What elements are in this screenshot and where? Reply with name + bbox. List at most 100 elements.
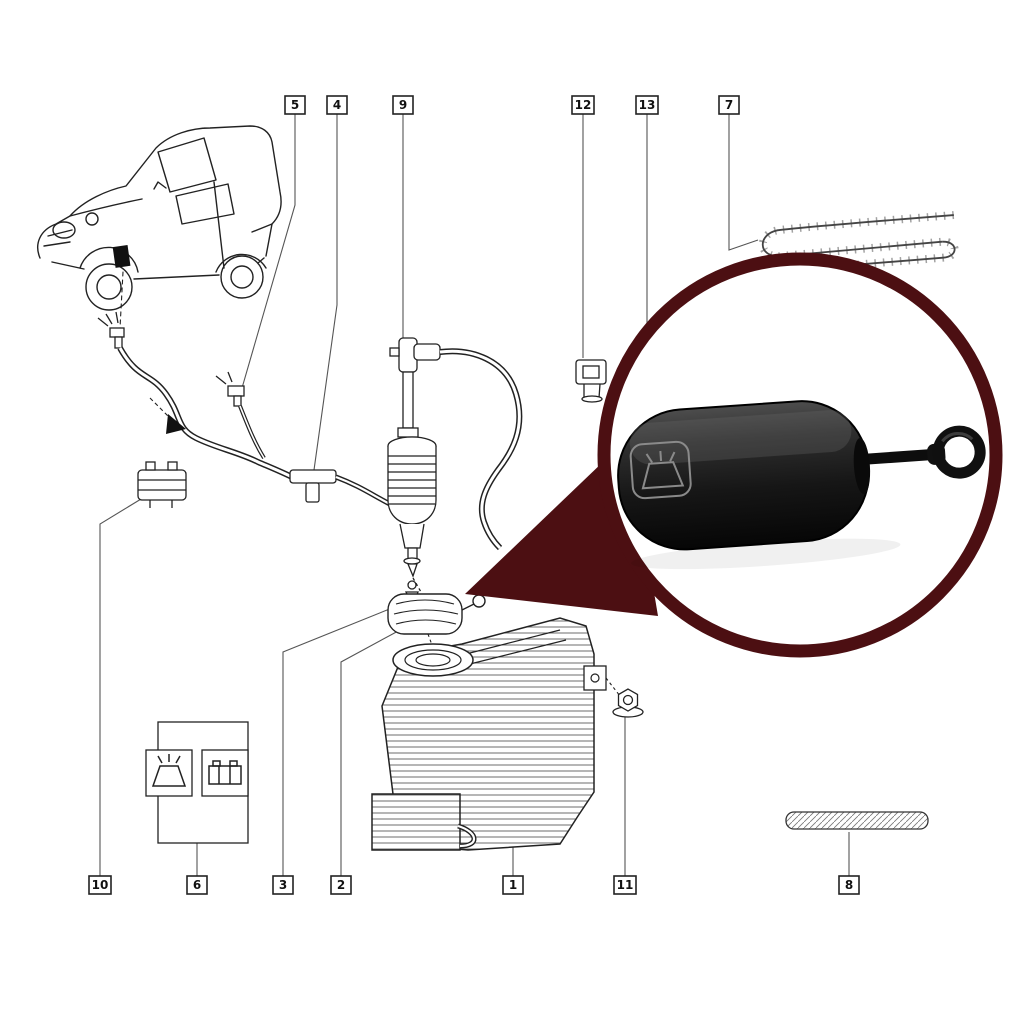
- car-rocker-line: [51, 257, 265, 280]
- leader-2: [340, 629, 401, 876]
- symbol-box-part6: [145, 721, 249, 844]
- cap-shadow: [631, 538, 901, 570]
- jet-right-body: [227, 385, 245, 397]
- cap2-body: [387, 593, 463, 635]
- car-front-hub: [96, 274, 122, 300]
- pump-taper: [399, 523, 425, 549]
- washer-jet-left: [97, 311, 125, 349]
- pump-collar: [397, 427, 419, 438]
- leader-4: [313, 114, 338, 471]
- label-number: 1: [509, 878, 517, 892]
- part-label-5: 5: [284, 95, 306, 115]
- car-side-window: [175, 183, 235, 225]
- car-headlight-small: [85, 212, 99, 226]
- jet-right-spray: [215, 371, 233, 385]
- leader-3: [282, 607, 393, 876]
- part-label-7: 7: [718, 95, 740, 115]
- pump-assembly-part9: [387, 337, 441, 601]
- flow-arrowhead: [166, 414, 186, 434]
- jet-right-barb: [233, 395, 242, 407]
- label-box: [502, 875, 524, 895]
- part-label-1: 1: [502, 875, 524, 895]
- hose-outer: [117, 346, 296, 481]
- leader-5: [241, 114, 296, 389]
- elbow-nipple: [389, 347, 400, 357]
- lower-housing: [371, 793, 461, 851]
- car-bumper-line: [43, 229, 73, 247]
- right-hose-inner: [439, 349, 521, 550]
- flow-dashed: [149, 397, 171, 419]
- trim-strip-part8: [785, 811, 929, 830]
- clip-foot: [581, 395, 603, 403]
- leader-7: [728, 114, 759, 251]
- washer-jets-and-hose: [97, 311, 296, 481]
- part-label-12: 12: [571, 95, 595, 115]
- car-hood-line: [69, 198, 143, 217]
- car-hatch-line: [251, 223, 273, 233]
- t-vertical: [305, 482, 320, 503]
- label-number: 13: [639, 98, 656, 112]
- hose-clip-part12: [575, 359, 607, 403]
- jet-left-barb: [114, 336, 123, 349]
- cap-washer-emblem-icon: [629, 440, 692, 500]
- battery-icon-body: [208, 765, 242, 785]
- flow-direction-arrow: [149, 397, 186, 434]
- label-box: [330, 875, 352, 895]
- washer-cap-photo: [617, 400, 986, 570]
- right-hose-outer: [439, 348, 523, 551]
- washer-switch-part10: [137, 461, 187, 508]
- part-label-13: 13: [635, 95, 659, 115]
- jet-left-spray: [97, 311, 119, 327]
- label-number: 2: [337, 878, 345, 892]
- car-to-nozzle-dashed: [119, 271, 124, 329]
- label-box: [392, 95, 414, 115]
- cap-top-highlight: [629, 410, 852, 465]
- jet-right-stub-core: [239, 405, 265, 459]
- washer-icon-spray3: [175, 755, 181, 764]
- label-box: [838, 875, 860, 895]
- label-box: [88, 875, 112, 895]
- label-number: 11: [617, 878, 634, 892]
- reservoir-bottle-part1: [371, 617, 621, 851]
- grommet-part3: [407, 580, 417, 590]
- flange-to-nut-dashed: [605, 677, 621, 697]
- part-label-10: 10: [88, 875, 112, 895]
- bottle-shoulder-line2: [469, 639, 567, 665]
- label-box: [272, 875, 294, 895]
- washer-icon-spray2: [157, 755, 163, 764]
- strip-body: [785, 811, 929, 830]
- part-number-labels: 5 4 9 12 13 7 10 6: [88, 95, 860, 895]
- washer-symbol-icon: [151, 754, 187, 787]
- label-box: [571, 95, 595, 115]
- t-horizontal: [289, 469, 337, 484]
- bottle-shoulder-line1: [465, 629, 561, 655]
- t-connector-part4: [289, 469, 392, 507]
- part-label-11: 11: [613, 875, 637, 895]
- inset-photo: [597, 252, 1003, 658]
- t-to-pump-hose-core: [335, 475, 391, 505]
- car-door-line: [213, 181, 225, 269]
- switch-tab2: [167, 461, 178, 471]
- car-mirror: [153, 181, 167, 190]
- label-box: [613, 875, 637, 895]
- cap-line-drawing-part2: [387, 593, 486, 646]
- part-label-8: 8: [838, 875, 860, 895]
- car-front-wheel-arch: [79, 246, 139, 273]
- pump-outlet-collar: [403, 557, 421, 565]
- washer-icon-windshield: [151, 765, 187, 787]
- mount-nut-part11: [612, 688, 644, 718]
- washer-jet-right: [215, 371, 266, 460]
- car-front-wheel: [85, 263, 133, 311]
- part-label-6: 6: [186, 875, 208, 895]
- tether-ring: [932, 425, 986, 479]
- switch-tab1: [145, 461, 156, 471]
- cap-stem: [855, 448, 942, 466]
- part-label-9: 9: [392, 95, 414, 115]
- pump-body: [387, 446, 437, 525]
- car-rear-wheel: [220, 255, 264, 299]
- pump-to-cap-dashed: [412, 577, 422, 593]
- clip-slot: [582, 365, 600, 379]
- leader-10: [99, 495, 147, 876]
- label-box: [718, 95, 740, 115]
